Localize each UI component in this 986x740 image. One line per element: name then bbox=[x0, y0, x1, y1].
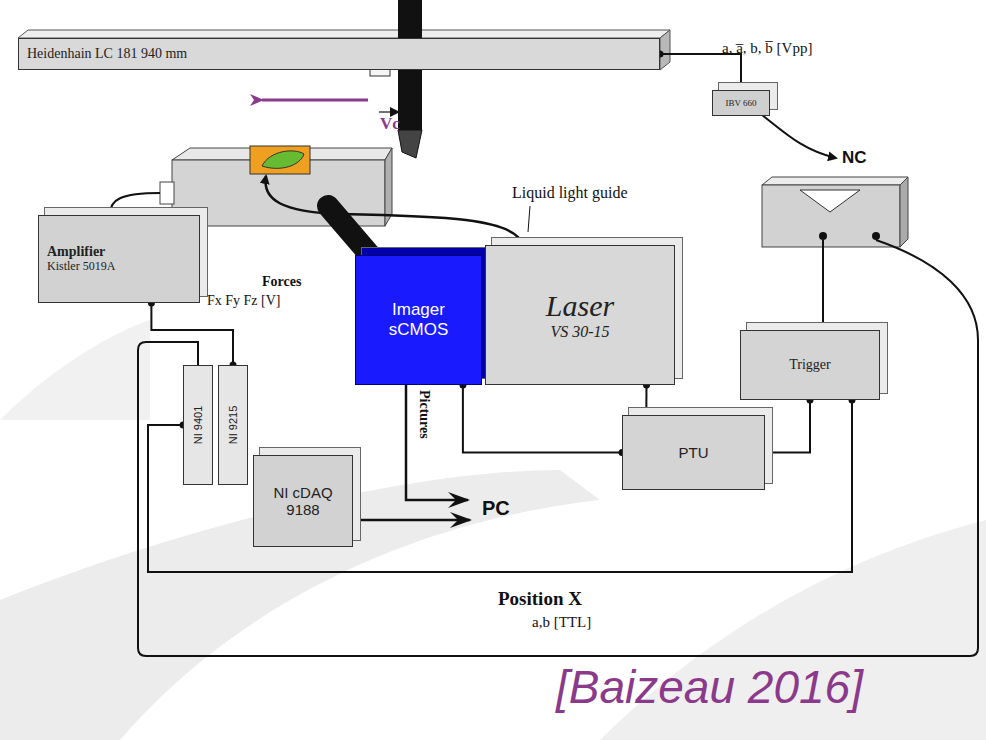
triangle-symbol bbox=[800, 190, 860, 212]
laser-box: LaserVS 30-15 bbox=[485, 245, 675, 385]
box-label: IBV 660 bbox=[725, 98, 756, 108]
workpiece bbox=[250, 146, 310, 174]
tool-insert bbox=[398, 130, 422, 158]
signal-wire bbox=[660, 54, 741, 90]
counter-box-top bbox=[762, 177, 908, 185]
box-label: Amplifier bbox=[47, 244, 105, 260]
signal-wire bbox=[148, 400, 852, 572]
counter-box-side bbox=[900, 177, 908, 247]
box-label: Laser bbox=[546, 289, 614, 324]
box-label: Imager sCMOS bbox=[362, 300, 475, 339]
text-label: Pictures bbox=[416, 390, 432, 439]
background-swoosh bbox=[0, 470, 600, 740]
box-label: NI cDAQ 9188 bbox=[260, 484, 346, 519]
cutting-speed-arrow bbox=[262, 99, 368, 102]
box-label: Heidenhain LC 181 940 mm bbox=[27, 46, 187, 62]
io-module: NI 9401 bbox=[183, 365, 213, 485]
signal-wire bbox=[645, 385, 647, 415]
counter-box bbox=[762, 185, 900, 247]
vector-arrow bbox=[379, 111, 398, 112]
text-label: Position X bbox=[498, 588, 582, 610]
box-label: PTU bbox=[679, 444, 709, 461]
text-label: Liquid light guide bbox=[512, 184, 628, 202]
background-swoosh bbox=[0, 320, 150, 420]
light-guide-cable bbox=[266, 176, 522, 244]
terminal bbox=[872, 232, 880, 240]
ruler-face bbox=[18, 30, 670, 38]
terminal bbox=[819, 232, 827, 240]
camera-box: Imager sCMOS bbox=[355, 255, 482, 385]
io-module: NI 9215 bbox=[218, 365, 248, 485]
chip bbox=[262, 151, 304, 168]
text-label: Forces bbox=[262, 274, 301, 290]
text-label: [Baizeau 2016] bbox=[556, 660, 863, 714]
signal-wire bbox=[151, 303, 233, 365]
box-label: Kistler 5019A bbox=[47, 260, 115, 274]
box-label: Trigger bbox=[789, 357, 831, 373]
scale-box: Heidenhain LC 181 940 mm bbox=[18, 38, 660, 70]
trigger-box: Trigger bbox=[740, 330, 880, 400]
ptu-box: PTU bbox=[622, 415, 765, 490]
module-label: NI 9401 bbox=[192, 406, 204, 445]
text-label: Vc bbox=[380, 114, 400, 134]
text-label: a,b [TTL] bbox=[532, 614, 591, 631]
pictures-arrow bbox=[406, 372, 468, 500]
box-label: VS 30-15 bbox=[550, 323, 609, 341]
signal-wire bbox=[463, 385, 622, 453]
text-label: NC bbox=[842, 148, 867, 168]
wire bbox=[758, 112, 836, 158]
text-label: a, a̅, b, b̅ [Vpp] bbox=[722, 40, 812, 57]
leader-line bbox=[528, 206, 530, 232]
module-label: NI 9215 bbox=[227, 406, 239, 445]
interpolator-box: IBV 660 bbox=[712, 90, 770, 116]
position-wire bbox=[138, 240, 978, 656]
wire bbox=[110, 193, 160, 214]
ruler-face bbox=[660, 30, 670, 70]
text-label: Fx Fy Fz [V] bbox=[207, 293, 281, 309]
amplifier-box: AmplifierKistler 5019A bbox=[38, 215, 200, 303]
daq-chassis: NI cDAQ 9188 bbox=[253, 455, 353, 547]
signal-wire bbox=[765, 400, 810, 453]
data-arrow bbox=[354, 519, 470, 522]
text-label: PC bbox=[482, 497, 510, 520]
dynamometer-connector bbox=[160, 182, 174, 204]
wire bbox=[822, 240, 824, 330]
